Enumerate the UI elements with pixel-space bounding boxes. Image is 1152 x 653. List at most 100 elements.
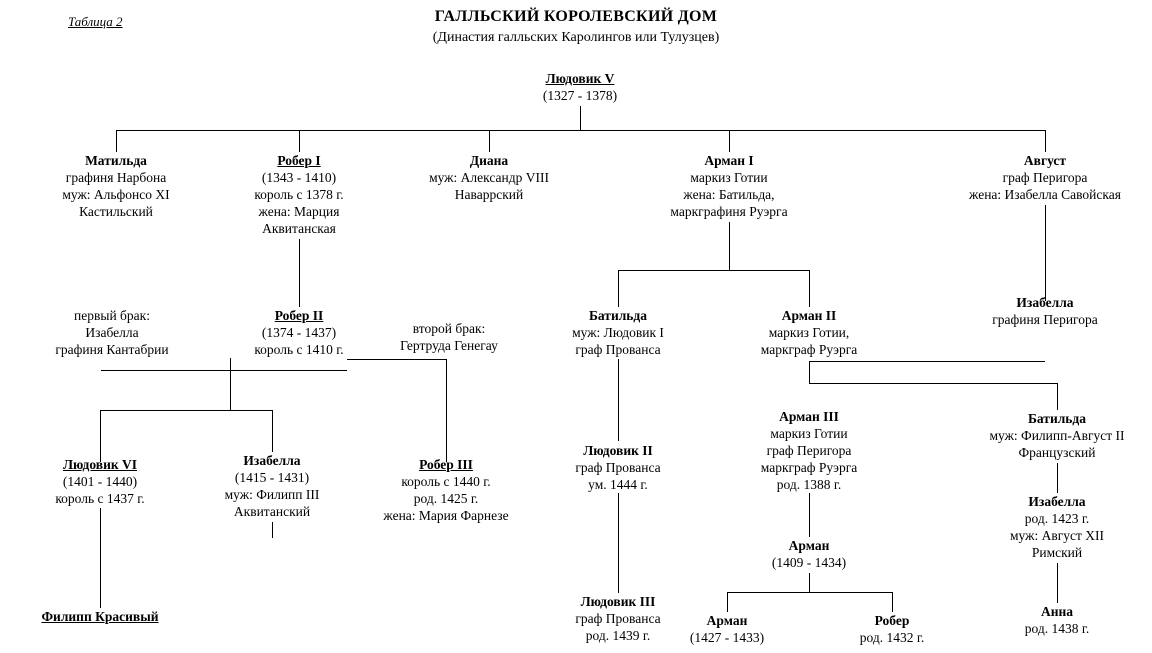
- connector-vertical: [892, 592, 893, 612]
- node-line: король с 1378 г.: [254, 187, 344, 202]
- node-line: Аквитанская: [262, 221, 336, 236]
- node-line: Робер I: [277, 153, 321, 168]
- node-arman-ii: Арман II маркиз Готии, маркграф Руэрга: [719, 307, 899, 358]
- connector-horizontal: [347, 359, 446, 360]
- connector-vertical: [809, 270, 810, 307]
- node-ludovik-iii: Людовик III граф Прованса род. 1439 г.: [538, 593, 698, 644]
- node-line: маркиз Готии: [690, 170, 768, 185]
- node-line: король с 1440 г.: [401, 474, 491, 489]
- connector-horizontal: [100, 410, 272, 411]
- page-title: ГАЛЛЬСКИЙ КОРОЛЕВСКИЙ ДОМ: [434, 8, 718, 25]
- node-line: Римский: [1031, 545, 1083, 560]
- node-line: Людовик II: [583, 443, 653, 458]
- table-label: Таблица 2: [68, 14, 123, 29]
- page-subtitle: (Династия галльских Каролингов или Тулуз…: [432, 30, 720, 45]
- node-line: муж: Александр VIII: [429, 170, 549, 185]
- node-line: Гертруда Генегау: [400, 338, 498, 353]
- node-line: жена: Изабелла Савойская: [969, 187, 1121, 202]
- node-line: (1427 - 1433): [689, 630, 765, 645]
- node-line: род. 1423 г.: [1024, 511, 1090, 526]
- node-line: (1374 - 1437): [261, 325, 337, 340]
- node-line: Людовик III: [580, 594, 656, 609]
- node-line: Арман: [788, 538, 830, 553]
- connector-horizontal: [101, 370, 347, 371]
- node-line: Батильда: [1027, 411, 1087, 426]
- node-line: король с 1437 г.: [55, 491, 145, 506]
- node-line: Аквитанский: [233, 504, 311, 519]
- node-rober-ii: Робер II (1374 - 1437) король с 1410 г.: [219, 307, 379, 358]
- node-line: король с 1410 г.: [254, 342, 344, 357]
- node-line: муж: Август XII: [1010, 528, 1104, 543]
- node-rober-iii: Робер III король с 1440 г. род. 1425 г. …: [366, 456, 526, 524]
- node-line: род. 1438 г.: [1024, 621, 1090, 636]
- connector-vertical: [489, 130, 490, 152]
- node-line: граф Перигора: [1002, 170, 1088, 185]
- node-line: жена: Батильда,: [683, 187, 775, 202]
- node-line: муж: Альфонсо XI: [62, 187, 170, 202]
- node-line: первый брак:: [74, 308, 150, 323]
- node-line: Арман II: [781, 308, 837, 323]
- node-line: род. 1432 г.: [859, 630, 925, 645]
- node-line: Робер II: [274, 308, 324, 323]
- node-line: Арман: [706, 613, 748, 628]
- connector-vertical: [618, 493, 619, 593]
- connector-vertical: [809, 573, 810, 592]
- node-ludovik-v: Людовик V (1327 - 1378): [500, 70, 660, 104]
- node-line: (1327 - 1378): [542, 88, 618, 103]
- node-arman-1427: Арман (1427 - 1433): [647, 612, 807, 646]
- node-line: граф Прованса: [575, 460, 661, 475]
- node-line: муж: Филипп III: [224, 487, 320, 502]
- connector-vertical: [727, 592, 728, 612]
- connector-vertical: [446, 359, 447, 462]
- node-line: Арман I: [704, 153, 754, 168]
- node-line: маркграф Руэрга: [760, 460, 858, 475]
- node-rober-1432: Робер род. 1432 г.: [812, 612, 972, 646]
- node-line: графиня Нарбона: [65, 170, 167, 185]
- node-arman-1409: Арман (1409 - 1434): [729, 537, 889, 571]
- node-avgust: Август граф Перигора жена: Изабелла Саво…: [925, 152, 1152, 203]
- node-line: Батильда: [588, 308, 648, 323]
- connector-vertical: [299, 130, 300, 152]
- node-line: Август: [1023, 153, 1067, 168]
- node-diana: Диана муж: Александр VIII Наваррский: [389, 152, 589, 203]
- node-line: жена: Марция: [258, 204, 340, 219]
- node-line: Робер III: [419, 457, 473, 472]
- node-arman-i: Арман I маркиз Готии жена: Батильда, мар…: [619, 152, 839, 220]
- node-line: Наваррский: [454, 187, 524, 202]
- node-line: граф Перигора: [766, 443, 852, 458]
- node-matilda: Матильда графиня Нарбона муж: Альфонсо X…: [16, 152, 216, 220]
- connector-horizontal: [809, 361, 1045, 362]
- node-line: Французский: [1018, 445, 1096, 460]
- connector-vertical: [100, 508, 101, 608]
- node-izabella-perigor: Изабелла графиня Перигора: [955, 294, 1135, 328]
- node-line: Кастильский: [79, 204, 153, 219]
- node-line: род. 1439 г.: [585, 628, 651, 643]
- node-line: (1409 - 1434): [771, 555, 847, 570]
- node-arman-iii: Арман III маркиз Готии граф Перигора мар…: [729, 408, 889, 493]
- node-line: графиня Перигора: [992, 312, 1098, 327]
- connector-vertical: [729, 222, 730, 270]
- node-line: Матильда: [85, 153, 147, 168]
- node-line: граф Прованса: [575, 342, 661, 357]
- connector-vertical: [230, 358, 231, 410]
- node-line: Людовик VI: [62, 457, 138, 472]
- node-line: муж: Филипп-Август II: [989, 428, 1125, 443]
- node-marriage-second: второй брак: Гертруда Генегау: [369, 320, 529, 354]
- node-line: Робер: [874, 613, 910, 628]
- node-line: (1343 - 1410): [261, 170, 337, 185]
- node-line: Диана: [469, 153, 509, 168]
- connector-horizontal: [727, 592, 892, 593]
- connector-vertical: [1045, 130, 1046, 152]
- node-line: Людовик V: [545, 71, 615, 86]
- connector-vertical: [618, 270, 619, 307]
- node-line: второй брак:: [412, 321, 486, 336]
- node-anna: Анна род. 1438 г.: [977, 603, 1137, 637]
- node-line: граф Прованса: [575, 611, 661, 626]
- connector-vertical: [272, 410, 273, 452]
- node-line: Изабелла: [1028, 494, 1086, 509]
- node-filipp-krasivyy: Филипп Красивый: [20, 608, 180, 625]
- node-ludovik-ii: Людовик II граф Прованса ум. 1444 г.: [538, 442, 698, 493]
- connector-vertical: [1045, 205, 1046, 301]
- node-line: род. 1388 г.: [776, 477, 842, 492]
